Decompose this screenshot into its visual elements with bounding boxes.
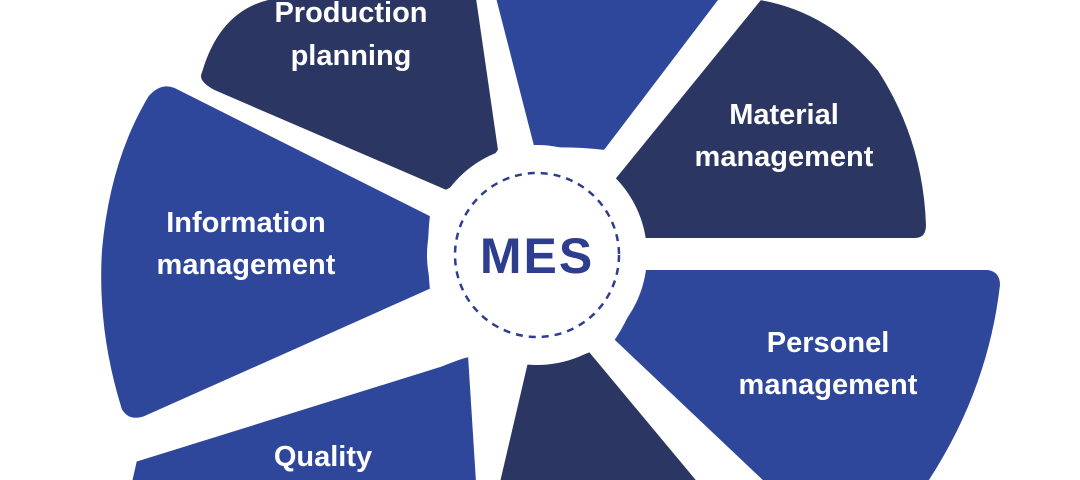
segment-label-material-management-line-2: management <box>695 141 874 173</box>
segment-production-planning: Production planning <box>197 0 502 194</box>
segment-label-personel-management-line-1: Personel <box>767 327 890 359</box>
center-dashed-ring <box>453 171 621 339</box>
segment-personel-management: Personel management <box>610 266 1004 480</box>
center-hub: MES <box>427 145 647 365</box>
segment-label-production-planning-line-1: Production <box>274 0 427 29</box>
center-label: MES <box>480 228 594 284</box>
segment-quality: Quality <box>128 353 480 480</box>
center-hub-background <box>427 145 647 365</box>
segment-shape-quality <box>128 353 480 480</box>
segment-label-personel-management-line-2: management <box>739 369 918 401</box>
segment-label-material-management-line-1: Material <box>729 99 839 131</box>
segment-label-production-planning-line-2: planning <box>291 40 412 72</box>
segments-layer: ProductionplanningMaterialmanagementPers… <box>97 0 1004 480</box>
segment-label-information-management-line-2: management <box>157 249 336 281</box>
segment-shape-information-management <box>97 82 434 422</box>
segment-label-information-management-line-1: Information <box>166 207 326 239</box>
segment-information-management: Information management <box>97 82 434 422</box>
segment-label-quality-line-1: Quality <box>274 441 372 473</box>
